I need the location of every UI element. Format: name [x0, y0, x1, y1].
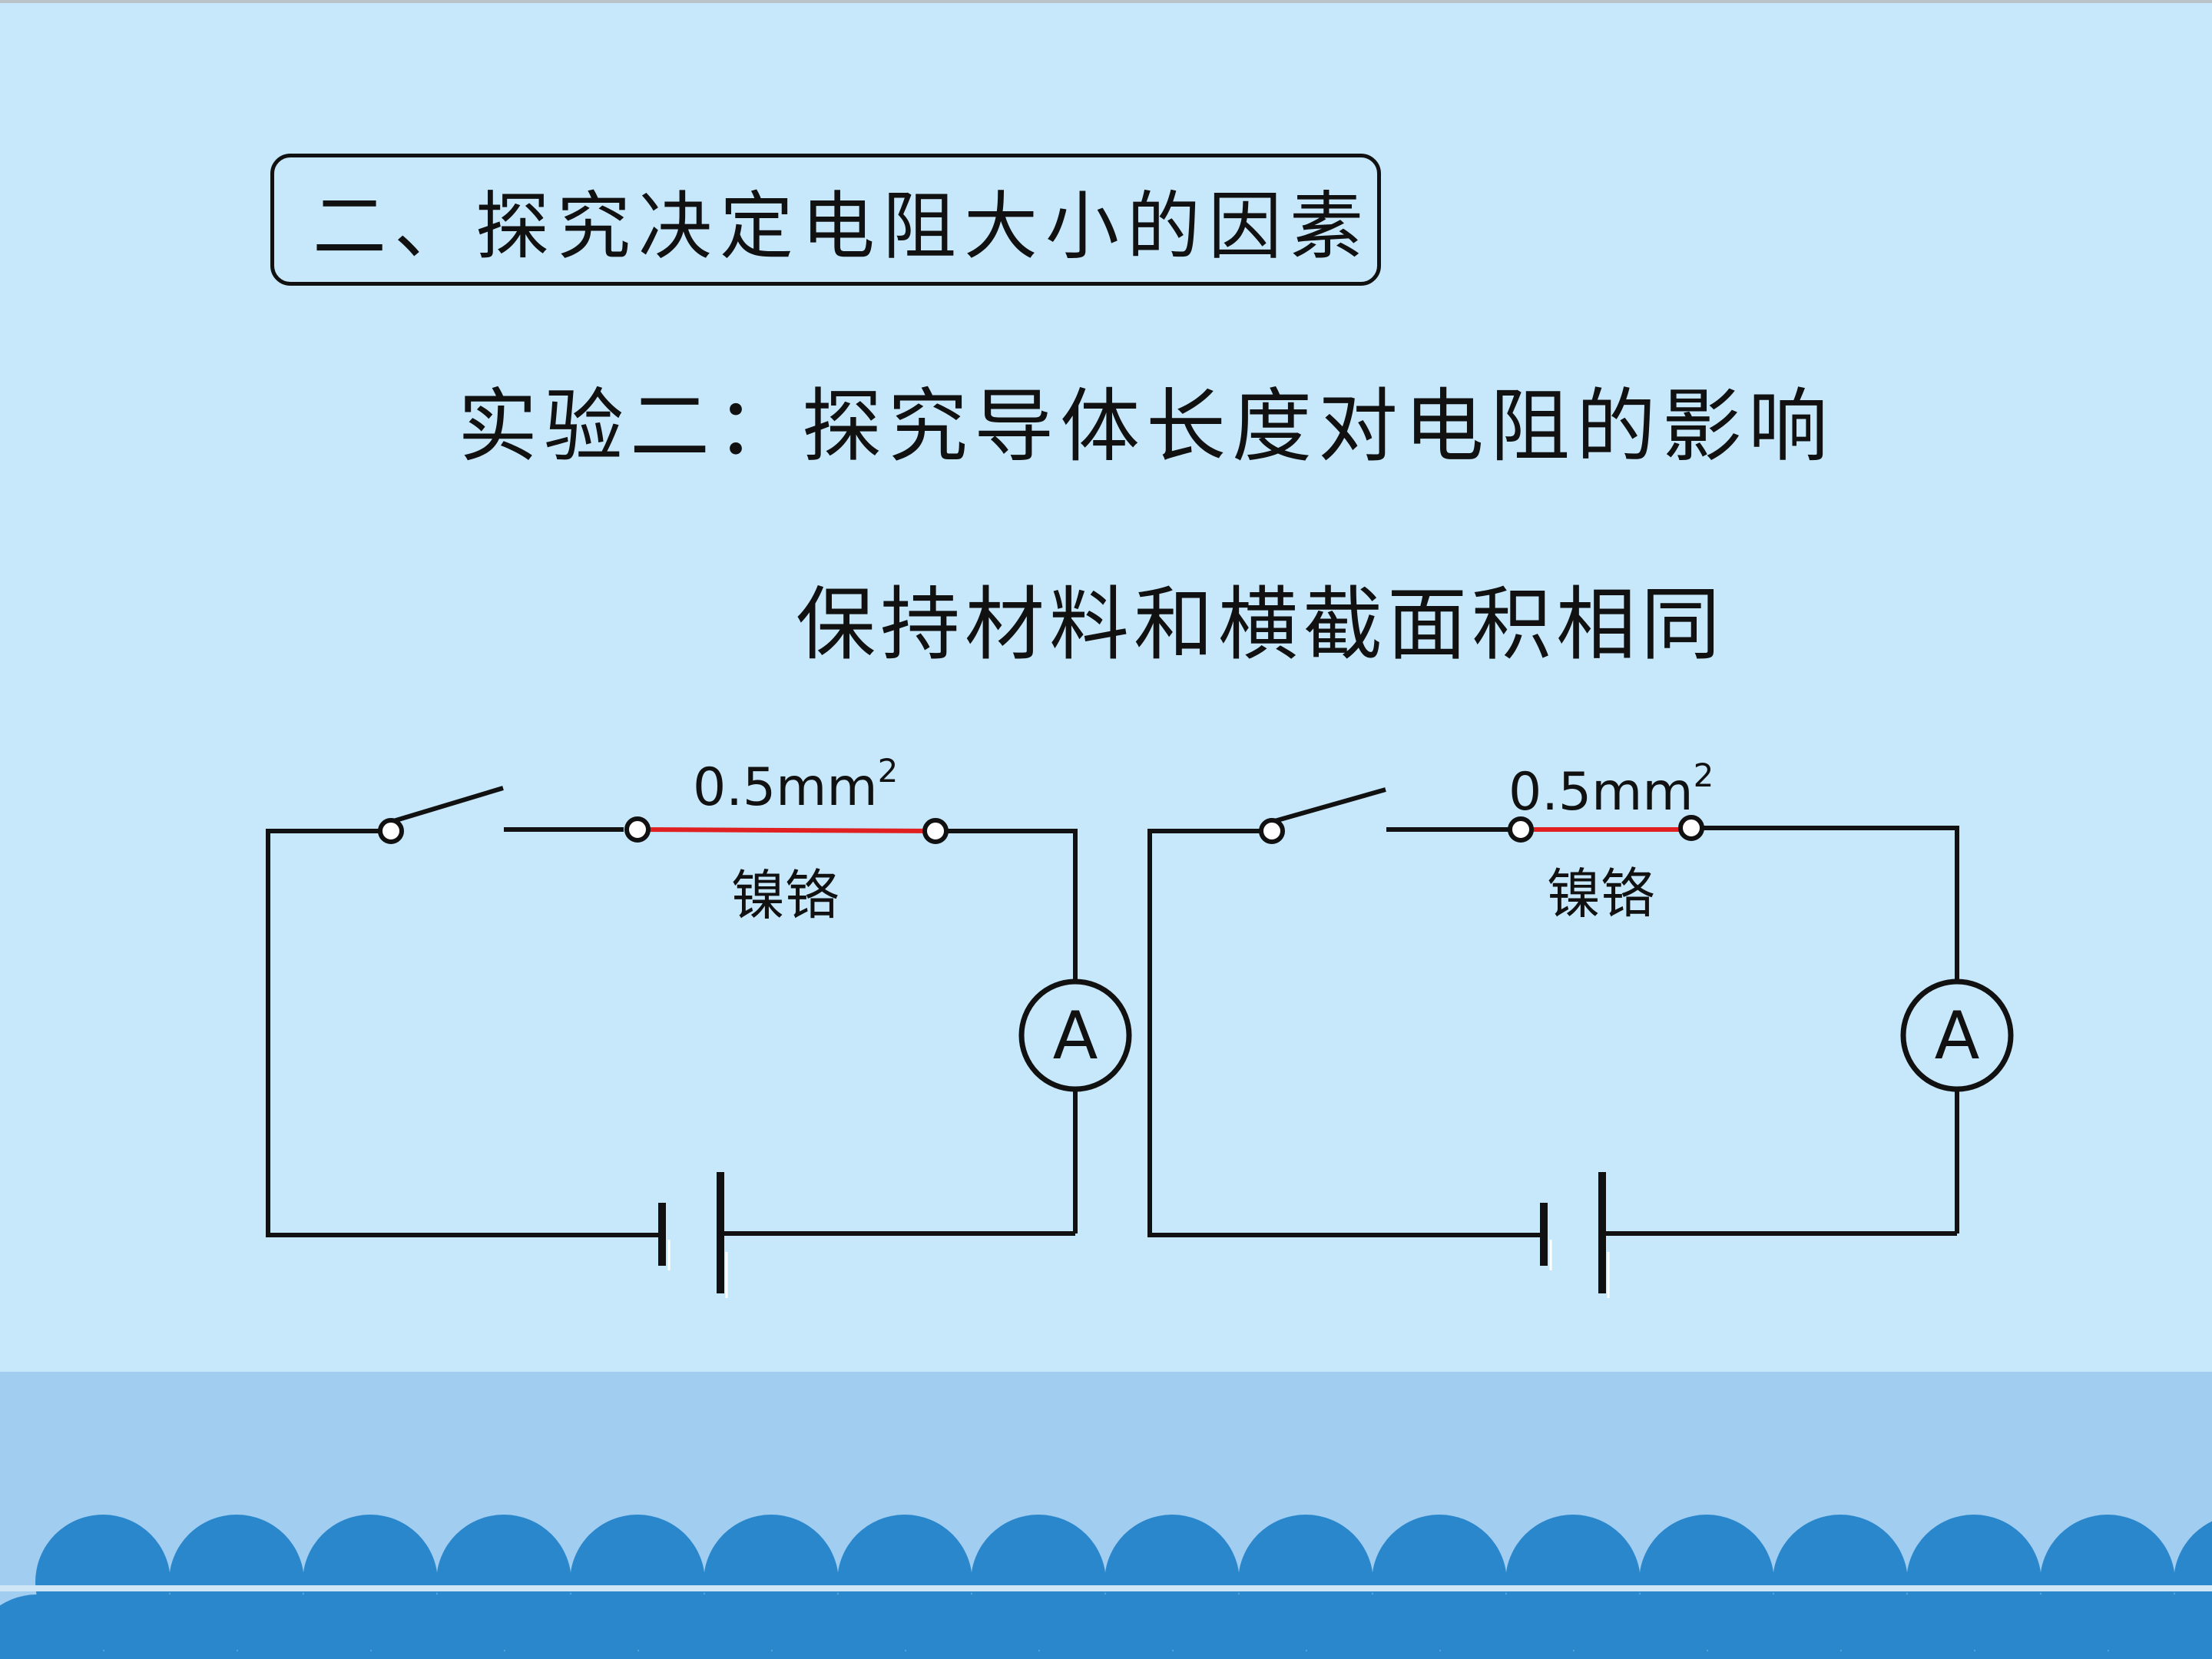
- wave-arc: [637, 1594, 773, 1659]
- circuit-diagrams: A 0.5mm2 镍铬 A: [266, 752, 2014, 1298]
- circuit-1-ammeter: [1018, 979, 1132, 1092]
- circuit-2-right-wire: [1700, 826, 1959, 980]
- wave-arc: [1573, 1594, 1708, 1659]
- wave-row-front: [0, 1585, 2212, 1659]
- wave-arc: [237, 1594, 372, 1659]
- wave-arc: [103, 1594, 238, 1659]
- circuit-1-right-wire: [946, 829, 1078, 980]
- circuit-1-ammeter-label: A: [1053, 998, 1098, 1075]
- wave-arc: [1172, 1594, 1307, 1659]
- section-title: 二、探究决定电阻大小的因素: [313, 183, 1371, 270]
- circuit-2-wire-terminal-right: [1678, 815, 1704, 841]
- wave-arc: [1439, 1594, 1575, 1659]
- wave-divider: [0, 1585, 2212, 1591]
- wave-arc: [1840, 1594, 1975, 1659]
- top-border-line: [0, 0, 2212, 3]
- wave-arc: [1974, 1594, 2109, 1659]
- circuit-1-switch-blade: [390, 786, 504, 824]
- experiment-title: 实验二：探究导体长度对电阻的影响: [458, 379, 1835, 473]
- wave-arc: [1306, 1594, 1441, 1659]
- circuit-2-material-label: 镍铬: [1547, 863, 1654, 926]
- wave-arc: [370, 1594, 505, 1659]
- wave-arc: [2108, 1594, 2212, 1659]
- circuit-2: A 0.5mm2 镍铬: [1147, 757, 2014, 1298]
- wave-arc: [504, 1594, 639, 1659]
- wave-arc: [0, 1594, 104, 1659]
- circuit-2-wire-terminal-left: [1508, 816, 1534, 843]
- circuit-1-left-wire: [266, 829, 661, 1237]
- wave-arc: [905, 1594, 1040, 1659]
- circuit-1-resistance-wire: [637, 827, 936, 833]
- section-title-box: 二、探究决定电阻大小的因素: [270, 154, 1381, 286]
- circuit-1-material-label: 镍铬: [731, 864, 839, 927]
- circuit-2-area-label: 0.5mm2: [1508, 757, 1714, 823]
- circuit-2-switch-blade: [1271, 787, 1386, 824]
- circuit-1-switch-terminal: [378, 818, 404, 844]
- circuit-2-left-wire: [1147, 829, 1541, 1237]
- circuit-1-area-label: 0.5mm2: [693, 752, 898, 818]
- decorative-waves: [0, 1515, 2212, 1659]
- circuit-2-battery: [1540, 1172, 1610, 1298]
- circuit-1-battery: [658, 1172, 728, 1298]
- circuit-2-switch-terminal: [1259, 818, 1285, 844]
- circuit-1-wire-terminal-right: [922, 818, 949, 844]
- wave-arc: [1707, 1594, 1842, 1659]
- experiment-condition: 保持材料和横截面积相同: [796, 578, 1726, 671]
- circuit-2-ammeter: [1900, 979, 2014, 1092]
- circuit-1-wire-terminal-left: [624, 816, 651, 843]
- wave-arc: [771, 1594, 906, 1659]
- circuit-1: A 0.5mm2 镍铬: [266, 752, 1132, 1298]
- circuit-2-ammeter-label: A: [1935, 998, 1980, 1075]
- wave-arc: [1038, 1594, 1174, 1659]
